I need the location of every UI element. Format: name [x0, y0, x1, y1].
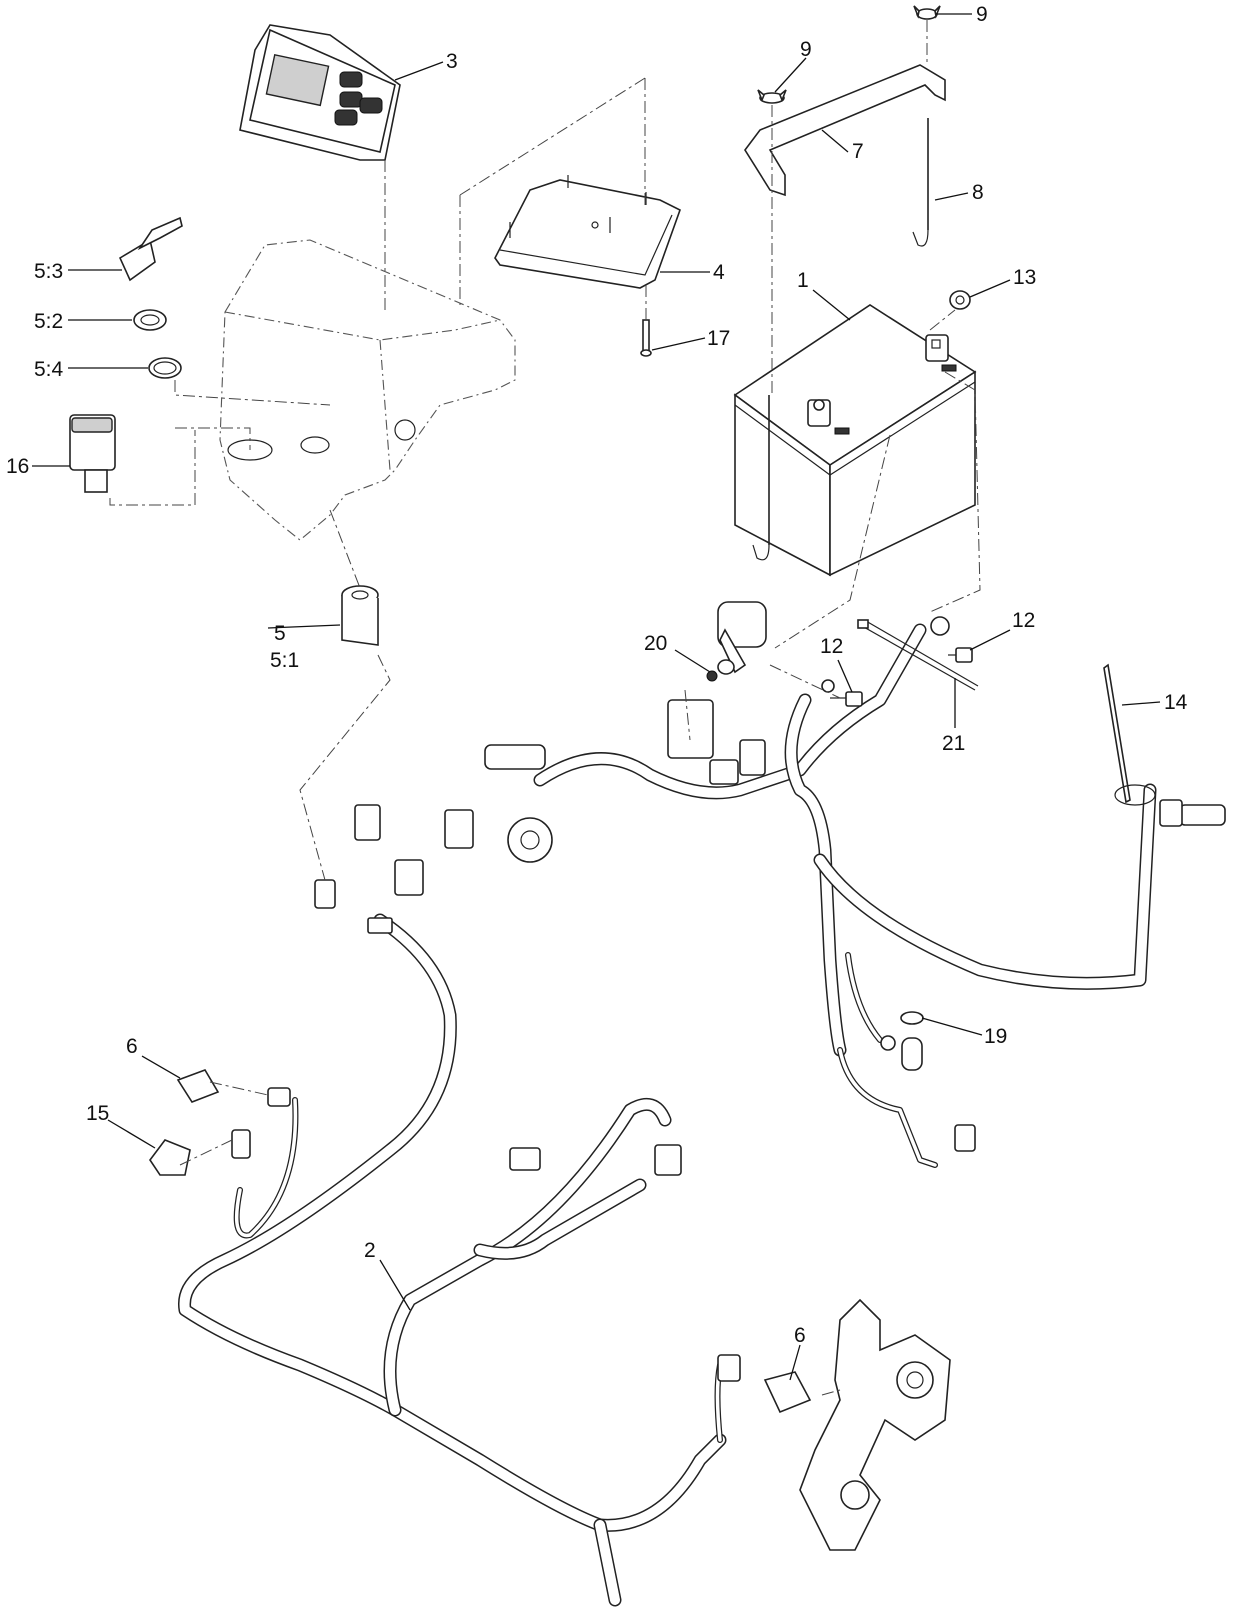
j-bolt-8 — [912, 118, 929, 247]
callout-16: 16 — [6, 455, 29, 478]
callout-20: 20 — [644, 632, 667, 655]
callout-14: 14 — [1164, 691, 1188, 714]
bolt-12-b — [948, 647, 973, 663]
callout-3: 3 — [446, 50, 458, 73]
cable-tie-14 — [1103, 663, 1226, 827]
key-nut-5-2 — [133, 309, 167, 331]
wing-nut-9-right — [913, 5, 941, 20]
callout-8: 8 — [972, 181, 984, 204]
callout-17: 17 — [707, 327, 730, 350]
assembly-lines — [109, 20, 981, 1396]
main-harness — [178, 623, 1157, 1607]
callout-4: 4 — [713, 261, 725, 284]
callout-12-a: 12 — [820, 635, 843, 658]
callout-labels: 1 2 3 4 5 5:1 5:2 5:3 5:4 6 6 7 8 9 9 12… — [6, 3, 1188, 1347]
controller-module — [494, 175, 681, 289]
bolt-12-a — [830, 691, 863, 707]
wing-nut-9-left — [757, 89, 787, 104]
nut-13 — [949, 290, 971, 310]
display-module — [239, 24, 401, 161]
nut-20 — [706, 670, 718, 682]
callout-5-3: 5:3 — [34, 260, 63, 283]
pedal-bracket — [799, 1298, 951, 1551]
callout-21: 21 — [942, 732, 965, 755]
callout-6-top: 6 — [126, 1035, 138, 1058]
callout-15: 15 — [86, 1102, 109, 1125]
screw-17 — [640, 319, 652, 357]
cable-tie-21 — [857, 619, 979, 691]
connector-center — [509, 1124, 976, 1176]
callout-2: 2 — [364, 1239, 376, 1262]
callout-9-right: 9 — [976, 3, 988, 26]
leader-lines — [32, 13, 1161, 1381]
callout-9-left: 9 — [800, 38, 812, 61]
callout-7: 7 — [852, 140, 864, 163]
battery — [733, 304, 977, 577]
starter-solenoid — [717, 601, 767, 675]
j-bolt-left — [752, 395, 770, 561]
callout-12-b: 12 — [1012, 609, 1035, 632]
ignition-key — [118, 216, 183, 282]
callout-5-2: 5:2 — [34, 310, 63, 333]
relay-6-top — [176, 1069, 291, 1107]
callout-5-4: 5:4 — [34, 358, 64, 381]
key-washer-5-4 — [148, 357, 182, 379]
pto-switch-16 — [69, 414, 116, 493]
hold-down-bracket — [744, 64, 946, 197]
callout-5-1: 5:1 — [270, 649, 299, 672]
connector-cluster — [314, 699, 766, 934]
relay-6-bottom — [717, 1354, 812, 1414]
grommet-19 — [900, 1011, 924, 1071]
callout-5: 5 — [274, 622, 286, 645]
control-panel-phantom — [219, 239, 516, 541]
callout-13: 13 — [1013, 266, 1036, 289]
callout-6-bottom: 6 — [794, 1324, 806, 1347]
ring-terminal — [821, 616, 950, 1051]
key-switch-5 — [341, 585, 379, 646]
callout-19: 19 — [984, 1025, 1007, 1048]
battery-terminal-negative — [925, 334, 957, 372]
callout-1: 1 — [797, 269, 809, 292]
battery-terminal-positive — [807, 399, 850, 435]
switch-15 — [149, 1129, 251, 1176]
